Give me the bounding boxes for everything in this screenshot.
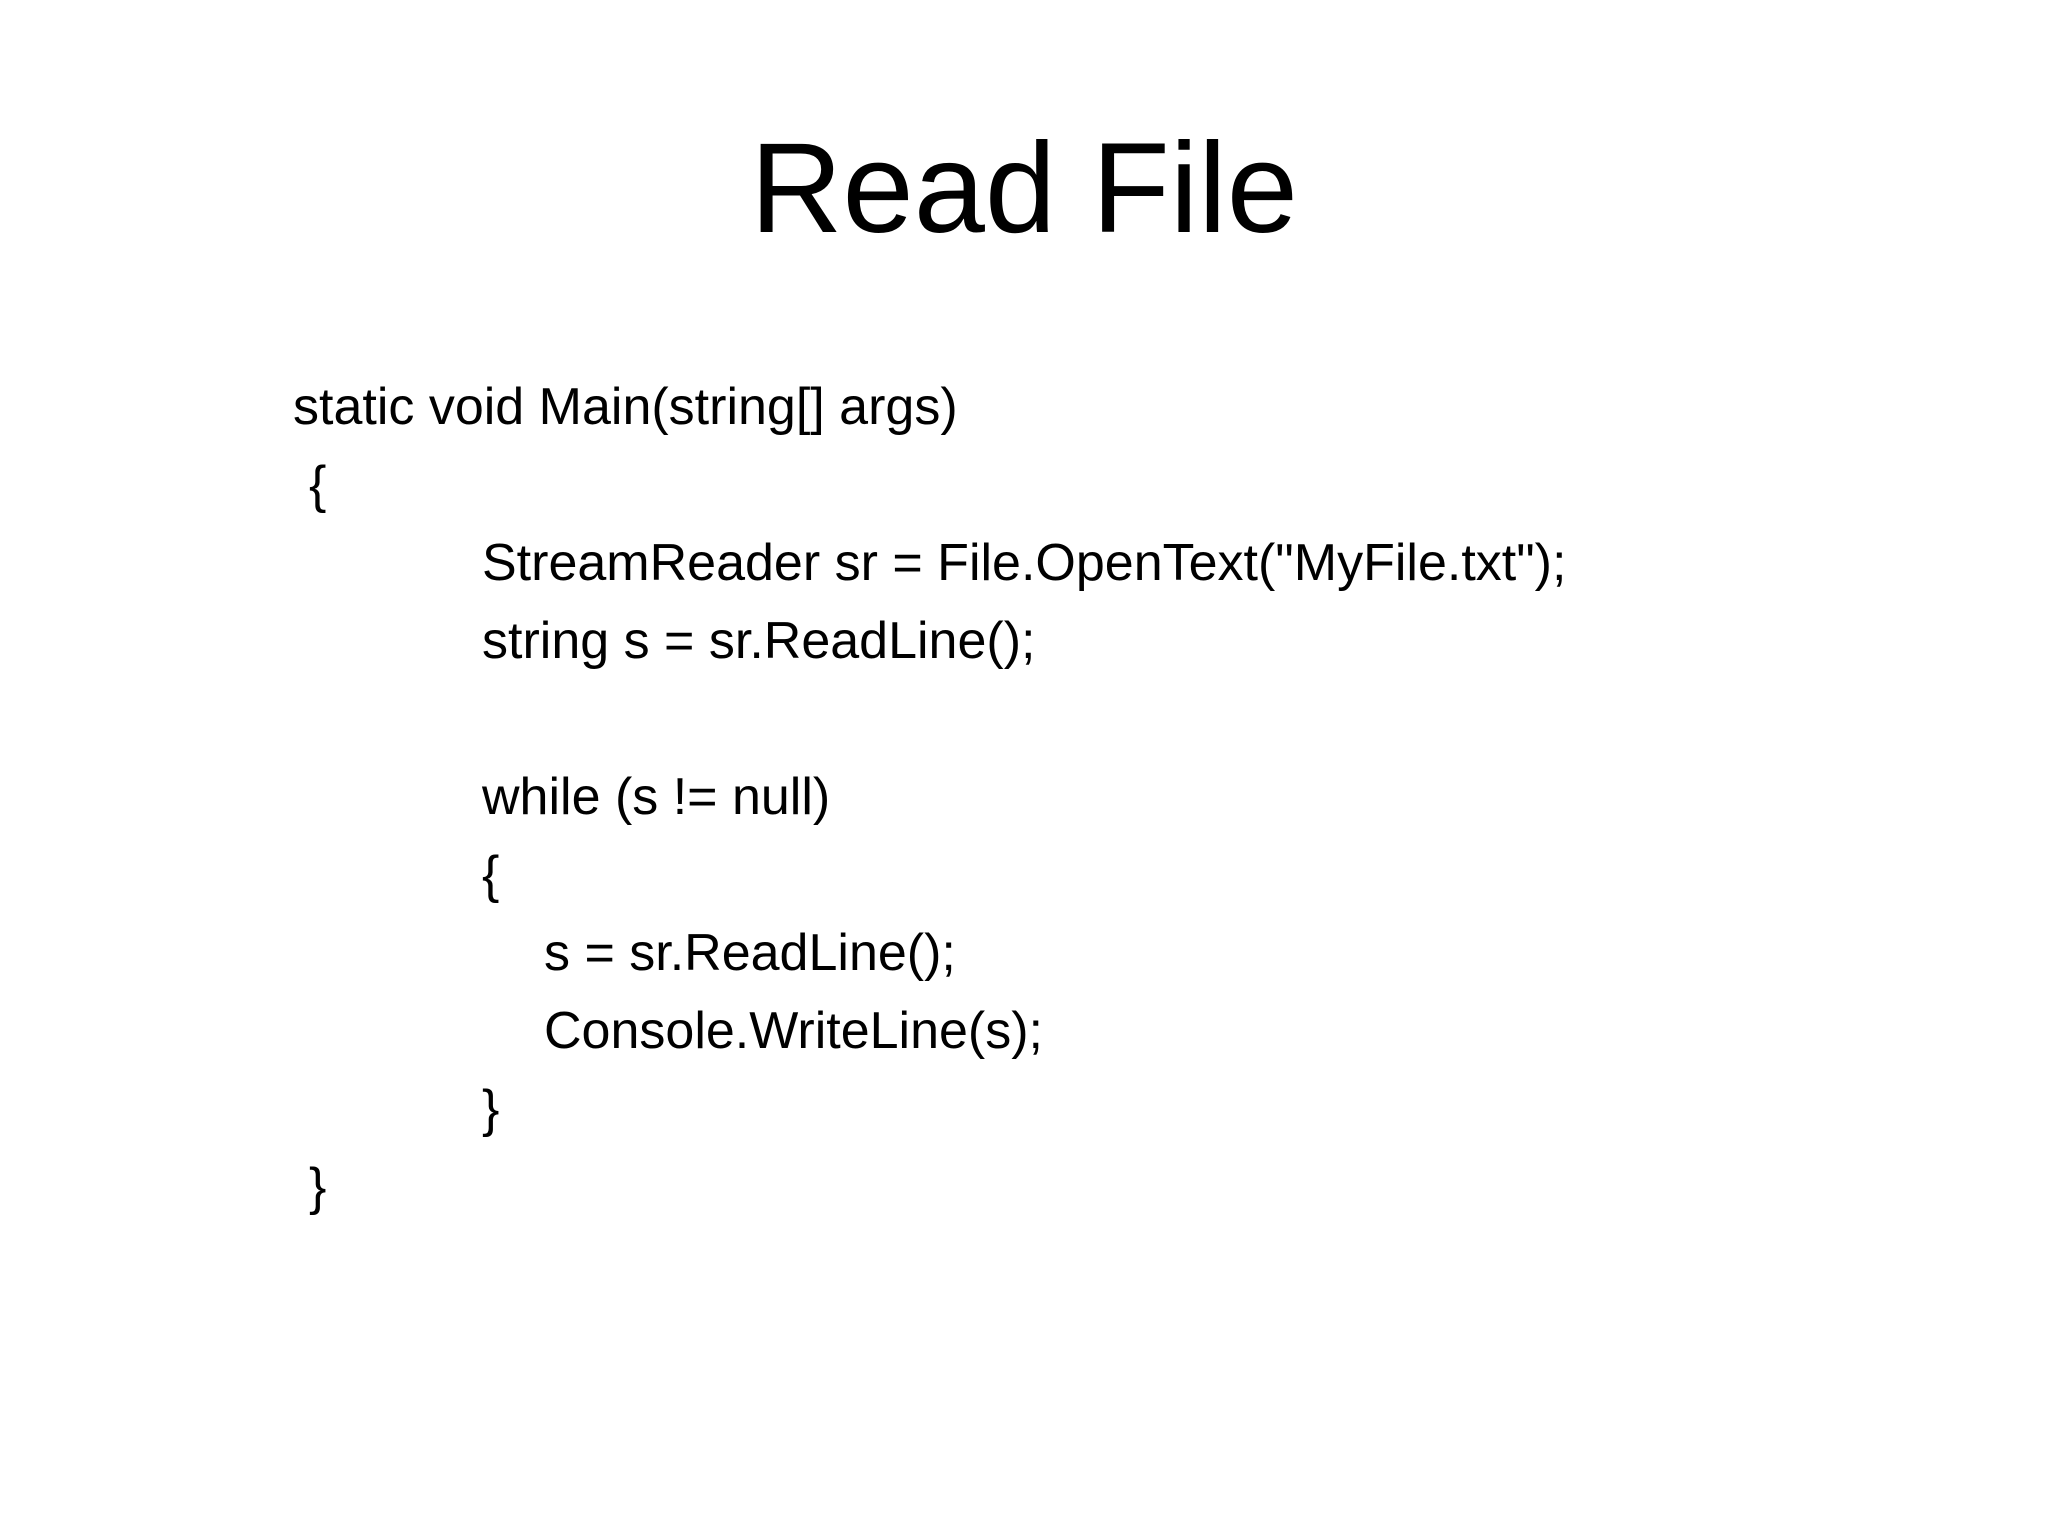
code-line-streamreader: StreamReader sr = File.OpenText("MyFile.…	[482, 534, 1567, 592]
code-line-string-readline: string s = sr.ReadLine();	[482, 612, 1036, 670]
code-line-main-signature: static void Main(string[] args)	[293, 378, 958, 436]
code-line-close-brace-while: }	[482, 1080, 500, 1138]
code-line-while: while (s != null)	[482, 768, 831, 826]
code-line-open-brace-main: {	[309, 456, 327, 514]
code-block: static void Main(string[] args) { Stream…	[293, 368, 1566, 1226]
code-line-open-brace-while: {	[482, 846, 500, 904]
code-line-console-writeline: Console.WriteLine(s);	[544, 1002, 1044, 1060]
slide-title: Read File	[750, 117, 1298, 260]
code-line-close-brace-main: }	[309, 1158, 327, 1216]
code-line-s-readline: s = sr.ReadLine();	[544, 924, 956, 982]
code-line-blank	[482, 680, 1566, 758]
